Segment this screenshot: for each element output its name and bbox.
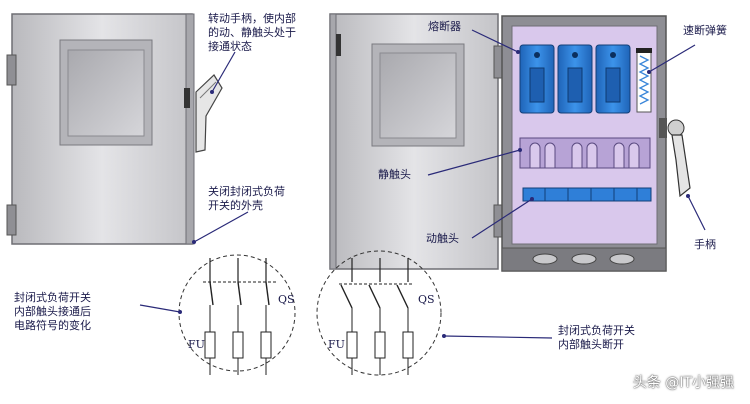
left-closed-enclosure	[6, 13, 195, 245]
contacts-open-label: 封闭式负荷开关 内部触头断开	[558, 324, 635, 351]
left-handle	[195, 74, 223, 153]
fuse-2	[557, 44, 593, 114]
right-handle	[659, 118, 691, 198]
rotate-handle-label: 转动手柄，使内部 的动、静触头处于 接通状态	[208, 12, 296, 53]
qs-left-label: QS	[278, 293, 295, 306]
closed-contacts-symbol	[178, 254, 296, 375]
symbol-change-label: 封闭式负荷开关 内部触头接通后 电路符号的变化	[14, 291, 91, 332]
handle-label: 手柄	[694, 238, 716, 251]
annotation-lines	[139, 29, 706, 339]
quick-spring-label: 速断弹簧	[683, 24, 727, 37]
fu-left-label: FU	[188, 338, 205, 351]
watermark: 头条 @IT小强强	[632, 375, 734, 391]
moving-contact-label: 动触头	[426, 232, 459, 245]
moving-contacts	[522, 187, 652, 202]
static-contact-label: 静触头	[378, 168, 411, 181]
quick-break-spring	[636, 48, 652, 113]
open-contacts-symbol	[316, 250, 442, 376]
open-enclosure-door	[329, 13, 504, 270]
fu-right-label: FU	[328, 338, 345, 351]
static-contacts	[519, 137, 651, 169]
qs-right-label: QS	[418, 293, 435, 306]
fuse-label: 熔断器	[428, 20, 461, 33]
closed-shell-label: 关闭封闭式负荷 开关的外壳	[208, 185, 285, 212]
fuses	[519, 44, 631, 114]
fuse-3	[595, 44, 631, 114]
fuse-1	[519, 44, 555, 114]
